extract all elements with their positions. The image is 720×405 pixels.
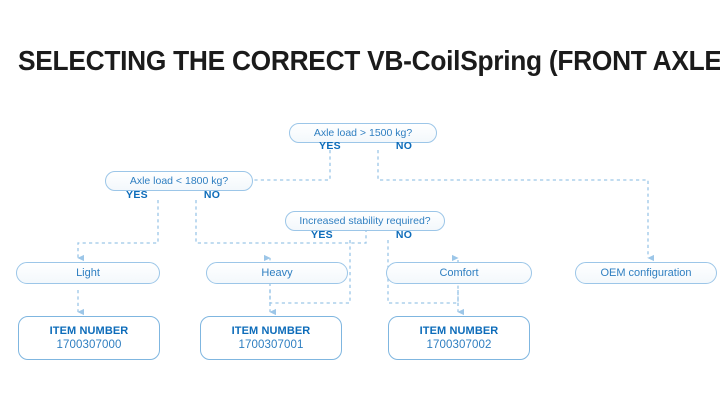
item-number-value: 1700307001 xyxy=(238,339,304,351)
item-number-title: ITEM NUMBER xyxy=(419,325,499,337)
outcome-label: Heavy xyxy=(261,267,293,279)
decision-label: Axle load > 1500 kg? xyxy=(313,127,413,139)
item-number-card-heavy[interactable]: ITEM NUMBER 1700307001 xyxy=(200,316,342,360)
item-number-value: 1700307000 xyxy=(56,339,122,351)
branch-label-d3-no: NO xyxy=(395,229,413,241)
edge-d2-yes-to-light xyxy=(77,200,159,262)
decision-node-axle-load-1500[interactable]: Axle load > 1500 kg? xyxy=(289,123,437,143)
outcome-node-light[interactable]: Light xyxy=(16,262,160,284)
outcome-node-comfort[interactable]: Comfort xyxy=(386,262,532,284)
outcome-node-heavy[interactable]: Heavy xyxy=(206,262,348,284)
outcome-node-oem-configuration[interactable]: OEM configuration xyxy=(575,262,717,284)
branch-label-d2-no: NO xyxy=(203,189,221,201)
item-number-title: ITEM NUMBER xyxy=(231,325,311,337)
branch-label-d3-yes: YES xyxy=(311,229,333,241)
item-number-card-comfort[interactable]: ITEM NUMBER 1700307002 xyxy=(388,316,530,360)
outcome-label: Light xyxy=(76,267,100,279)
page-title: SELECTING THE CORRECT VB-CoilSpring (FRO… xyxy=(18,45,720,76)
decision-label: Increased stability required? xyxy=(299,215,431,227)
decision-node-increased-stability[interactable]: Increased stability required? xyxy=(285,211,445,231)
outcome-label: Comfort xyxy=(439,267,479,279)
decision-label: Axle load < 1800 kg? xyxy=(129,175,229,187)
outcome-label: OEM configuration xyxy=(600,267,692,279)
decision-node-axle-load-1800[interactable]: Axle load < 1800 kg? xyxy=(105,171,253,191)
item-number-card-light[interactable]: ITEM NUMBER 1700307000 xyxy=(18,316,160,360)
branch-label-d1-yes: YES xyxy=(319,140,341,152)
item-number-title: ITEM NUMBER xyxy=(49,325,129,337)
branch-label-d1-no: NO xyxy=(395,140,413,152)
edge-d1-no-to-oem xyxy=(377,150,654,262)
item-number-value: 1700307002 xyxy=(426,339,492,351)
branch-label-d2-yes: YES xyxy=(126,189,148,201)
